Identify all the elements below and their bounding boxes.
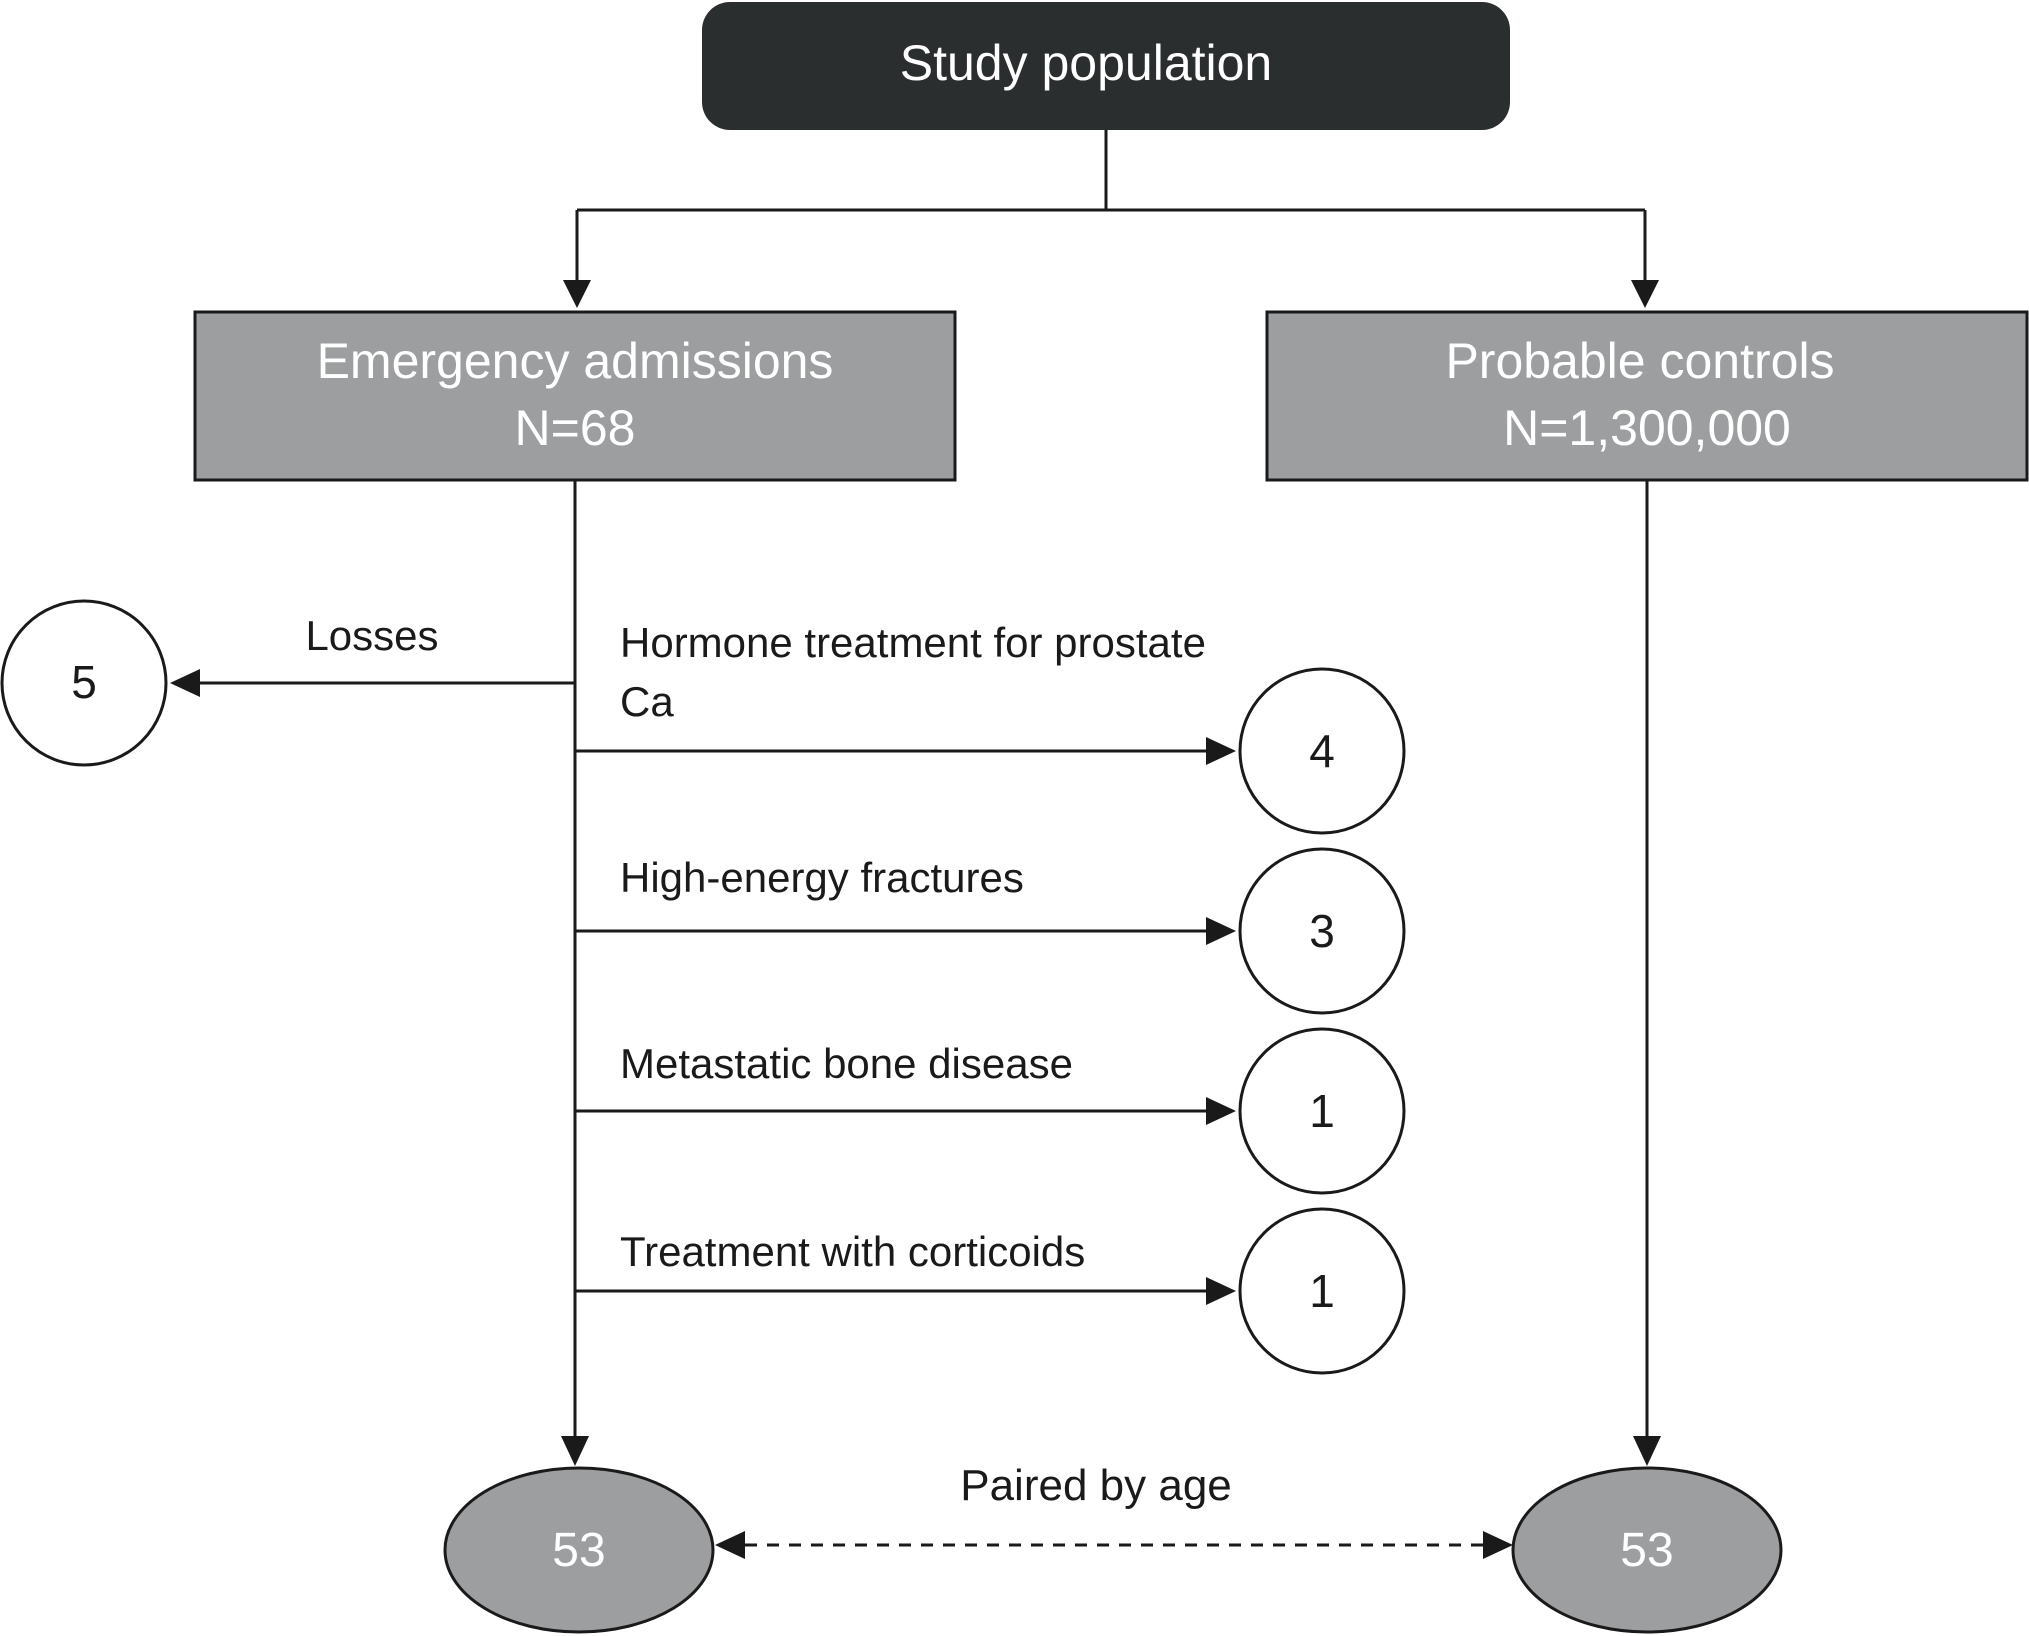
exclusion-label: Metastatic bone disease <box>620 1040 1073 1087</box>
exclusion-high-energy: High-energy fractures 3 <box>575 847 1406 1015</box>
arrow-to-cases <box>561 1436 589 1466</box>
losses-circle <box>0 599 168 767</box>
pairing-arrow-left <box>715 1531 745 1559</box>
exclusion-circle <box>1238 847 1406 1015</box>
probable-controls-count: N=1,300,000 <box>1503 400 1791 456</box>
exclusion-count: 1 <box>1309 1265 1335 1317</box>
study-population-box <box>702 2 1510 130</box>
exclusion-label: Treatment with corticoids <box>620 1228 1085 1275</box>
exclusion-arrow <box>1206 1277 1236 1305</box>
controls-final-node: 53 <box>1511 1466 1783 1634</box>
split-connector <box>575 130 1647 280</box>
exclusion-count: 3 <box>1309 905 1335 957</box>
cases-count: 53 <box>552 1524 605 1577</box>
emergency-admissions-box <box>193 310 957 482</box>
exclusion-arrow <box>1206 1097 1236 1125</box>
exclusion-hormone: Hormone treatment for prostate Ca 4 <box>575 619 1406 835</box>
study-population-label: Study population <box>900 35 1273 91</box>
cases-ellipse <box>443 1466 715 1634</box>
exclusion-circle <box>1238 1027 1406 1195</box>
losses-label: Losses <box>305 612 438 659</box>
controls-ellipse <box>1511 1466 1783 1634</box>
pairing-connector: Paired by age <box>715 1461 1513 1559</box>
cases-final-node: 53 <box>443 1466 715 1634</box>
pairing-label: Paired by age <box>960 1461 1232 1510</box>
exclusion-circle <box>1238 1207 1406 1375</box>
arrow-to-controls <box>1631 280 1659 308</box>
exclusion-count: 4 <box>1309 725 1335 777</box>
exclusion-count: 1 <box>1309 1085 1335 1137</box>
controls-count: 53 <box>1620 1524 1673 1577</box>
probable-controls-node: Probable controls N=1,300,000 <box>1265 310 2029 482</box>
exclusion-corticoids: Treatment with corticoids 1 <box>575 1207 1406 1375</box>
emergency-admissions-count: N=68 <box>515 400 636 456</box>
exclusion-label: Hormone treatment for prostate <box>620 619 1206 666</box>
arrow-to-controls-final <box>1633 1436 1661 1466</box>
exclusion-label-line2: Ca <box>620 678 674 725</box>
losses-arrow <box>170 669 200 697</box>
study-population-node: Study population <box>702 2 1510 130</box>
exclusion-metastatic: Metastatic bone disease 1 <box>575 1027 1406 1195</box>
pairing-arrow-right <box>1483 1531 1513 1559</box>
exclusion-arrow <box>1206 737 1236 765</box>
arrow-to-emergency <box>563 280 591 308</box>
exclusion-circle <box>1238 667 1406 835</box>
exclusion-arrow <box>1206 917 1236 945</box>
losses-count: 5 <box>71 656 97 708</box>
emergency-admissions-node: Emergency admissions N=68 <box>193 310 957 482</box>
emergency-admissions-title: Emergency admissions <box>317 333 834 389</box>
exclusion-label: High-energy fractures <box>620 854 1024 901</box>
probable-controls-title: Probable controls <box>1445 333 1834 389</box>
losses-branch: Losses 5 <box>0 599 575 767</box>
